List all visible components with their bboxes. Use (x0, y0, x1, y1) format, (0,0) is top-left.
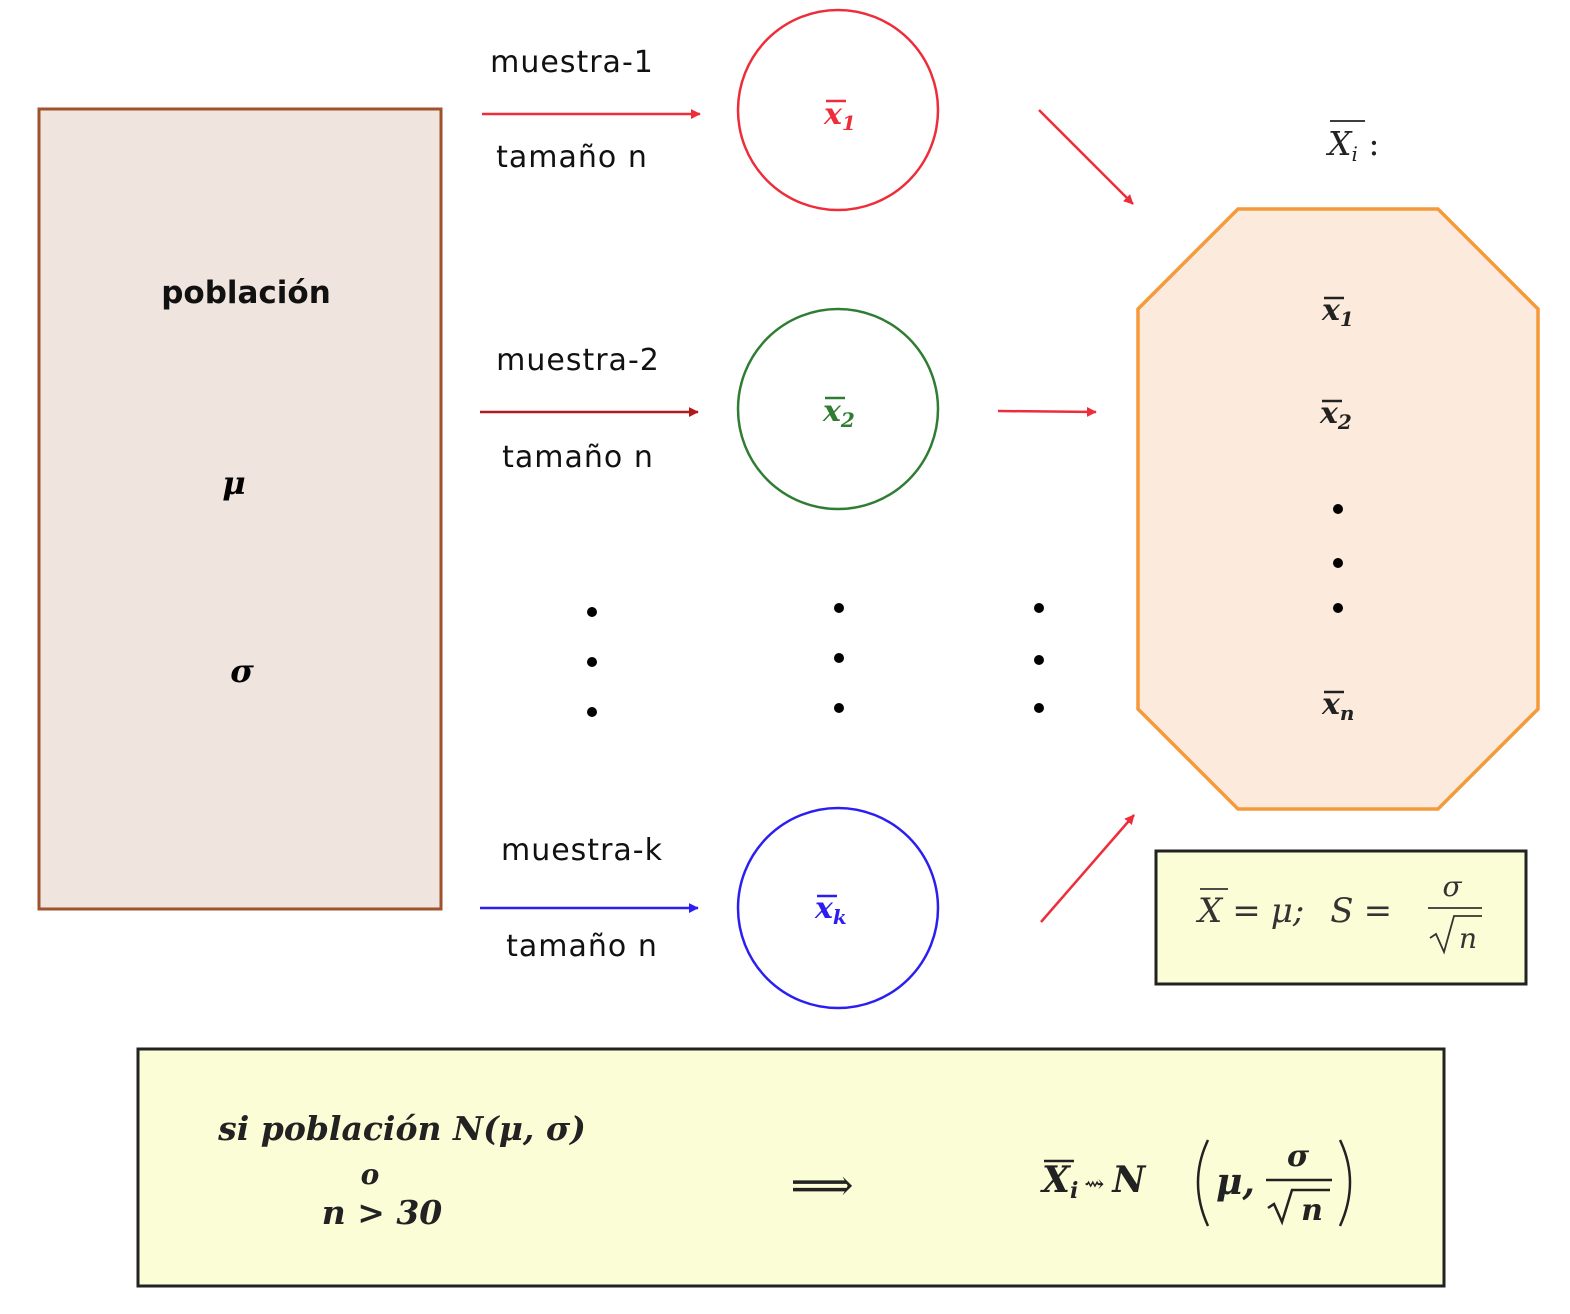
formula-num: σ (1442, 870, 1462, 903)
sample-2-size: tamaño n (502, 440, 654, 475)
sample-k: muestra-k tamaño n xk (480, 806, 940, 1010)
sample-means-set: Xi : x1 x2 xn (1136, 120, 1540, 811)
sample-1-mean: x1 (823, 97, 856, 135)
population-rect (37, 107, 443, 911)
sample-1-label: muestra-1 (490, 45, 654, 80)
sample-2: muestra-2 tamaño n x2 (480, 307, 940, 511)
population-box: población μ σ (37, 107, 443, 911)
formula-rect (1154, 849, 1528, 986)
sample-2-label: muestra-2 (496, 343, 660, 378)
result-lhs: Xi⇝N (1040, 1159, 1147, 1204)
sample-k-size: tamaño n (506, 929, 658, 964)
formula-lhs: X=μ;S= (1195, 891, 1392, 931)
result-sqrt (1267, 1188, 1330, 1226)
arrow-set-k (1040, 814, 1135, 923)
ellipsis-arrows (587, 607, 597, 717)
result-den: n (1301, 1193, 1323, 1228)
set-title: Xi : (1325, 124, 1380, 166)
arrow-set-2 (997, 411, 1096, 412)
arrow-set-1 (1038, 109, 1134, 205)
result-right-paren (1338, 1139, 1352, 1227)
condition-box: si población N(μ, σ) o n > 30 ⟹ Xi⇝N μ, … (136, 1047, 1446, 1288)
sample-k-label: muestra-k (501, 833, 663, 868)
population-mu: μ (222, 464, 245, 502)
sample-k-circle (736, 806, 940, 1010)
formula-box: X=μ;S= σ n (1154, 849, 1528, 986)
ellipsis-right (1034, 603, 1044, 713)
formula-den: n (1459, 922, 1477, 955)
sample-2-mean: x2 (822, 394, 855, 432)
sample-1-size: tamaño n (496, 140, 648, 175)
set-item-n: xn (1321, 687, 1354, 725)
result-num: σ (1287, 1139, 1310, 1174)
condition-line1: si población N(μ, σ) (217, 1109, 586, 1148)
sample-k-mean: xk (814, 891, 847, 929)
population-title: población (161, 275, 331, 311)
set-item-1: x1 (1321, 293, 1354, 331)
sample-2-circle (736, 307, 940, 511)
ellipsis-circles (834, 603, 844, 713)
formula-sqrt (1429, 915, 1482, 955)
set-item-2: x2 (1319, 396, 1352, 434)
result-mu: μ, (1216, 1161, 1255, 1203)
sample-1: muestra-1 tamaño n x1 (482, 8, 940, 212)
result-left-paren (1196, 1139, 1210, 1227)
population-sigma: σ (230, 652, 254, 690)
arrows-to-set (997, 109, 1135, 923)
sample-1-circle (736, 8, 940, 212)
condition-line3: n > 30 (322, 1193, 443, 1232)
condition-line2: o (361, 1158, 380, 1191)
implies-arrow: ⟹ (790, 1160, 853, 1211)
condition-rect (136, 1047, 1446, 1288)
